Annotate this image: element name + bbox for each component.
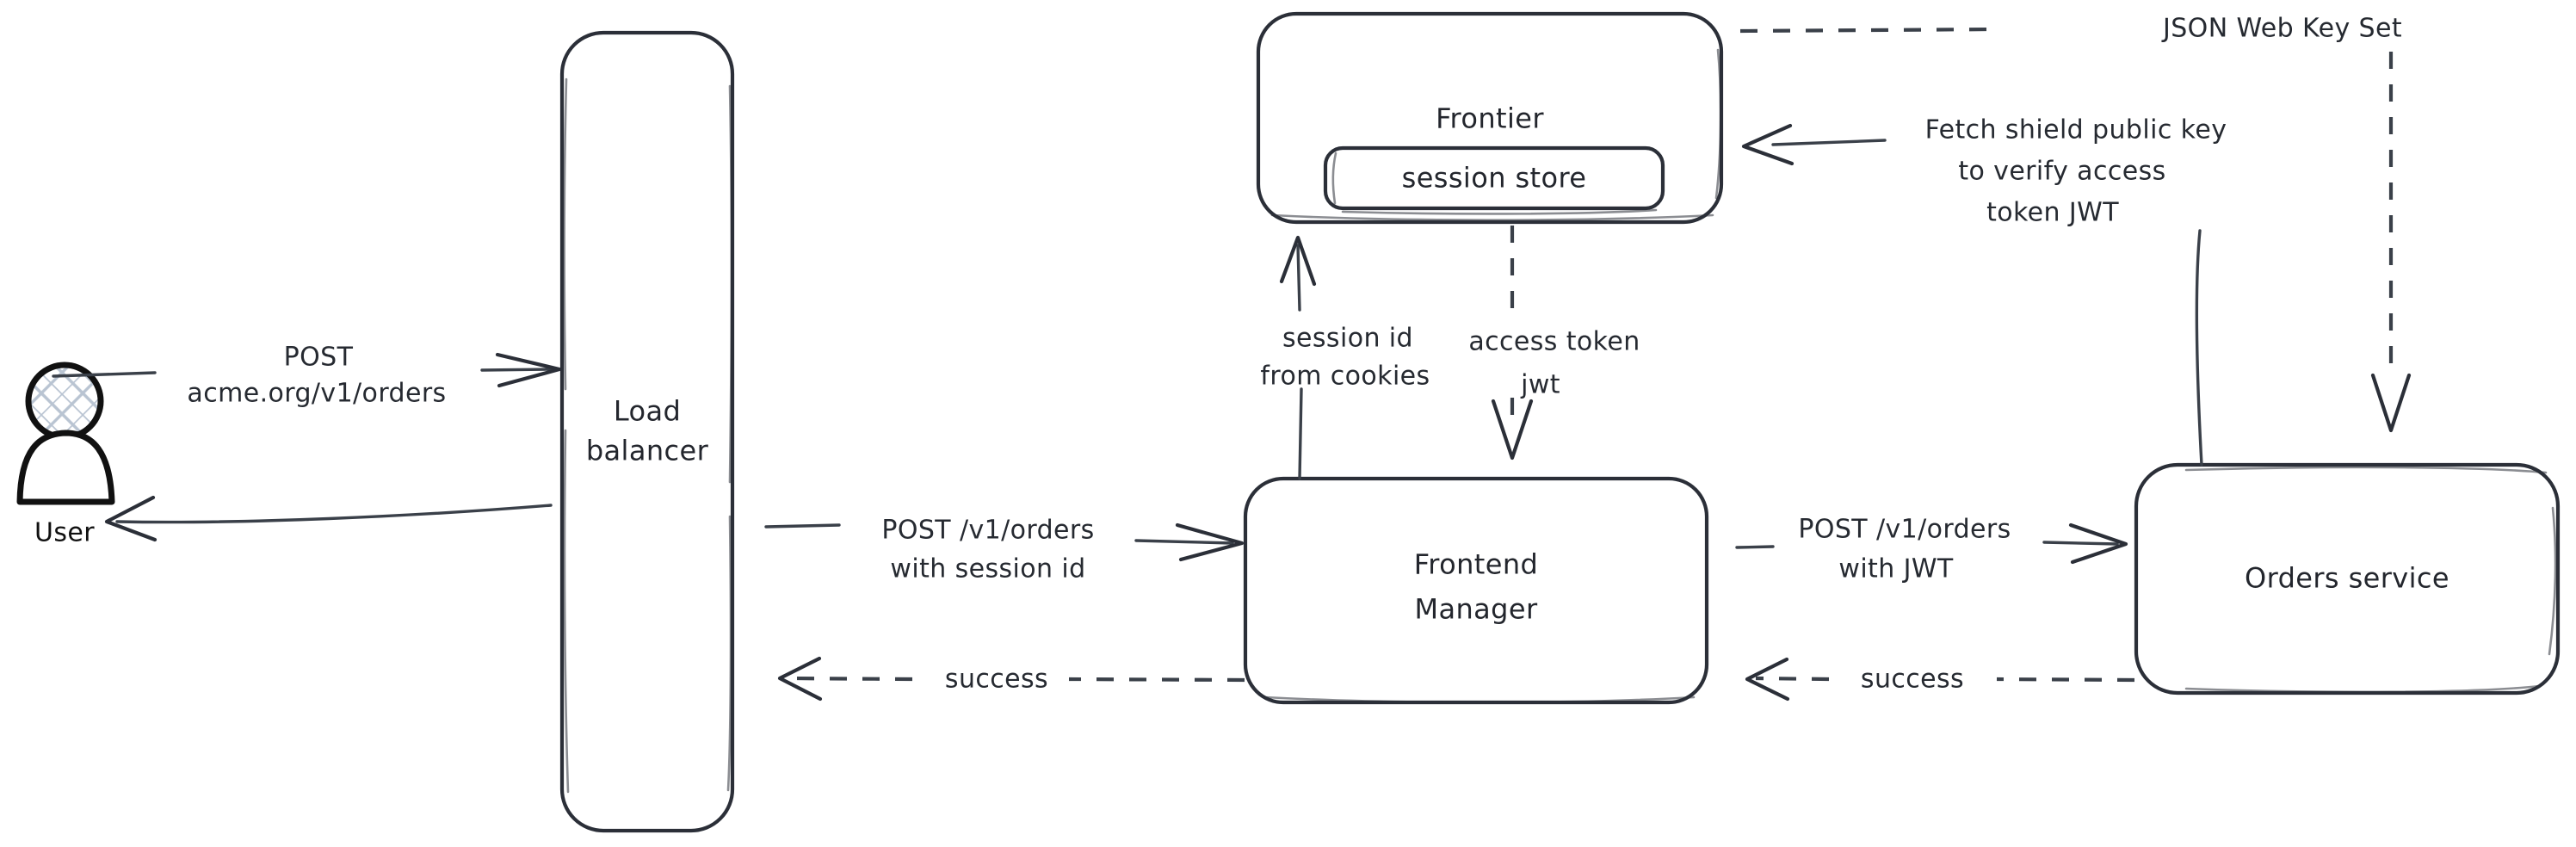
frontend-manager-sketch-bottom bbox=[1263, 696, 1696, 704]
edge-user-to-load-balancer bbox=[52, 352, 562, 388]
edge-orders-service-to-frontier bbox=[1741, 123, 2203, 467]
edge-orders-to-frontier-curve bbox=[2195, 229, 2203, 467]
session-store-box bbox=[1323, 145, 1665, 211]
node-session-store[interactable] bbox=[1323, 145, 1665, 215]
node-frontend-manager[interactable] bbox=[1243, 476, 1709, 705]
orders-service-sketch-right bbox=[2548, 506, 2557, 656]
user-head-fill bbox=[28, 365, 101, 437]
frontier-sketch-right bbox=[1714, 48, 1722, 200]
edge-load-balancer-to-frontend-manager bbox=[764, 522, 1245, 562]
load-balancer-sketch-right bbox=[726, 84, 733, 792]
orders-service-sketch-top bbox=[2184, 466, 2548, 474]
edge-load-balancer-to-user bbox=[104, 495, 553, 542]
edge-frontend-manager-to-orders-service bbox=[1735, 522, 2128, 565]
edge-fm-to-orders-arrowhead bbox=[2068, 522, 2128, 565]
edge-orders-to-fm-arrowhead bbox=[1745, 657, 1790, 702]
edge-jwks-to-orders-service bbox=[1739, 27, 2412, 433]
edge-user-to-lb-line bbox=[480, 368, 553, 372]
edge-fm-to-frontier-line-upper bbox=[1296, 244, 1301, 312]
edge-orders-to-fm-line-right bbox=[1996, 677, 2135, 683]
edge-jwks-line-horizontal bbox=[1739, 27, 1998, 34]
edge-orders-service-to-frontend-manager bbox=[1745, 657, 2135, 702]
user-body-outline bbox=[16, 430, 115, 505]
edge-lb-to-fm-line bbox=[1134, 539, 1234, 545]
edge-frontier-to-fm-arrowhead bbox=[1491, 399, 1534, 461]
load-balancer-box bbox=[559, 30, 735, 833]
node-orders-service[interactable] bbox=[2134, 462, 2561, 696]
edge-frontend-manager-to-load-balancer bbox=[777, 656, 1245, 702]
edge-lb-to-user-line bbox=[115, 504, 553, 524]
session-store-sketch-left bbox=[1331, 151, 1337, 205]
edge-orders-to-frontier-arrowhead bbox=[1741, 123, 1795, 166]
node-user[interactable] bbox=[16, 362, 115, 505]
edge-jwks-arrowhead bbox=[2370, 373, 2412, 433]
orders-service-sketch-bottom bbox=[2184, 684, 2541, 694]
edge-user-to-lb-stub bbox=[52, 371, 157, 378]
edge-frontier-to-frontend-manager bbox=[1491, 226, 1534, 461]
node-load-balancer[interactable] bbox=[559, 30, 735, 833]
edge-fm-to-frontier-arrowhead bbox=[1279, 235, 1317, 287]
edge-lb-to-user-arrowhead bbox=[104, 495, 158, 542]
edge-orders-to-fm-line-left bbox=[1755, 676, 1830, 682]
session-store-sketch-bottom bbox=[1341, 208, 1658, 215]
frontier-sketch-bottom bbox=[1270, 213, 1714, 221]
edge-fm-to-lb-arrowhead bbox=[777, 656, 823, 702]
edge-fm-to-frontier-line-lower bbox=[1298, 387, 1303, 480]
edge-fm-to-lb-line-right bbox=[1068, 677, 1245, 683]
edge-orders-to-frontier-line bbox=[1771, 139, 1887, 146]
frontend-manager-box bbox=[1243, 476, 1709, 705]
edge-lb-to-fm-stub bbox=[764, 523, 841, 529]
edge-fm-to-lb-line-left bbox=[787, 676, 913, 682]
edge-frontend-manager-to-frontier bbox=[1279, 235, 1317, 480]
load-balancer-sketch-left bbox=[563, 77, 570, 794]
edge-user-to-lb-arrowhead bbox=[495, 352, 562, 388]
orders-service-box bbox=[2134, 462, 2561, 696]
edge-fm-to-orders-line bbox=[2042, 541, 2119, 546]
edge-lb-to-fm-arrowhead bbox=[1175, 522, 1245, 562]
